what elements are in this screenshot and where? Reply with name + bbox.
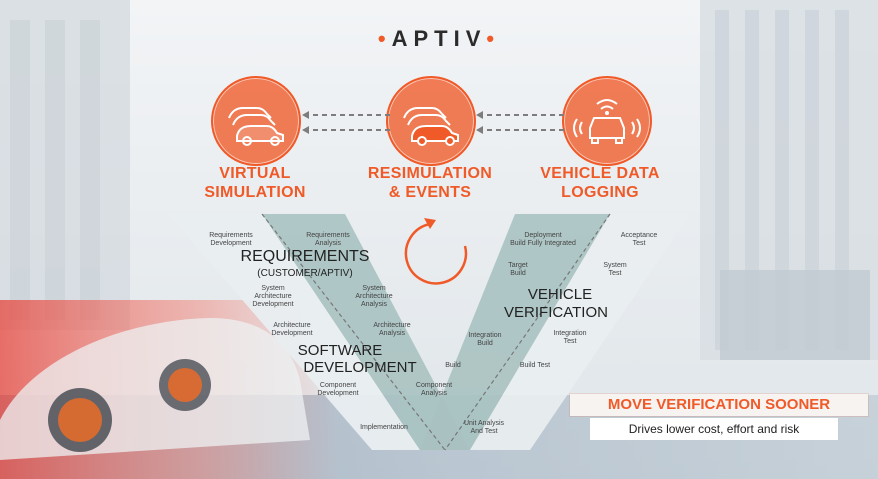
step-build-test: Build Test [519, 362, 551, 369]
requirements-subtitle: (CUSTOMER/APTIV) [257, 268, 353, 279]
step-implementation: Implementation [360, 424, 408, 431]
car-signal-icon [573, 99, 641, 144]
cars-stack-icon [228, 107, 284, 146]
logging-line1: VEHICLE DATA [540, 165, 660, 182]
left-dash-line [261, 213, 446, 451]
dashed-left-arrow-icon [476, 111, 564, 134]
virtual-simulation-circle [211, 76, 301, 166]
resim-line1: RESIMULATION [367, 165, 493, 182]
cars-stack-highlight-icon [403, 107, 459, 146]
logging-line2: LOGGING [561, 184, 639, 201]
dashed-left-arrow-icon [302, 111, 390, 134]
right-inner-band [420, 214, 610, 450]
left-outer-band [168, 214, 420, 450]
software-title-2: DEVELOPMENT [303, 359, 417, 376]
logo-dot-left: • [377, 26, 392, 51]
resimulation-label: RESIMULATION & EVENTS [350, 164, 510, 202]
logo-dot-right: • [486, 26, 501, 51]
left-inner-band [262, 214, 470, 450]
resim-line2: & EVENTS [388, 184, 472, 201]
aptiv-logo: •APTIV• [0, 26, 878, 52]
resimulation-circle [386, 76, 476, 166]
software-title-1: SOFTWARE [297, 342, 383, 359]
vehicle-data-logging-circle [562, 76, 652, 166]
move-verification-banner: MOVE VERIFICATION SOONER [570, 394, 868, 416]
banner-subtitle: Drives lower cost, effort and risk [590, 418, 838, 440]
vehicle-data-logging-label: VEHICLE DATA LOGGING [530, 164, 670, 202]
verification-title-1: VEHICLE [527, 286, 593, 303]
right-dash-line [444, 213, 611, 451]
right-outer-band [470, 214, 690, 450]
requirements-title: REQUIREMENTS [240, 248, 370, 265]
virtual-line2: SIMULATION [204, 184, 306, 201]
step-build: Build [445, 362, 461, 369]
verification-title-2: VERIFICATION [504, 304, 608, 321]
virtual-line1: VIRTUAL [219, 165, 291, 182]
refresh-arrow-icon [404, 218, 468, 285]
logo-text: APTIV [391, 26, 487, 51]
virtual-simulation-label: VIRTUAL SIMULATION [185, 164, 325, 202]
